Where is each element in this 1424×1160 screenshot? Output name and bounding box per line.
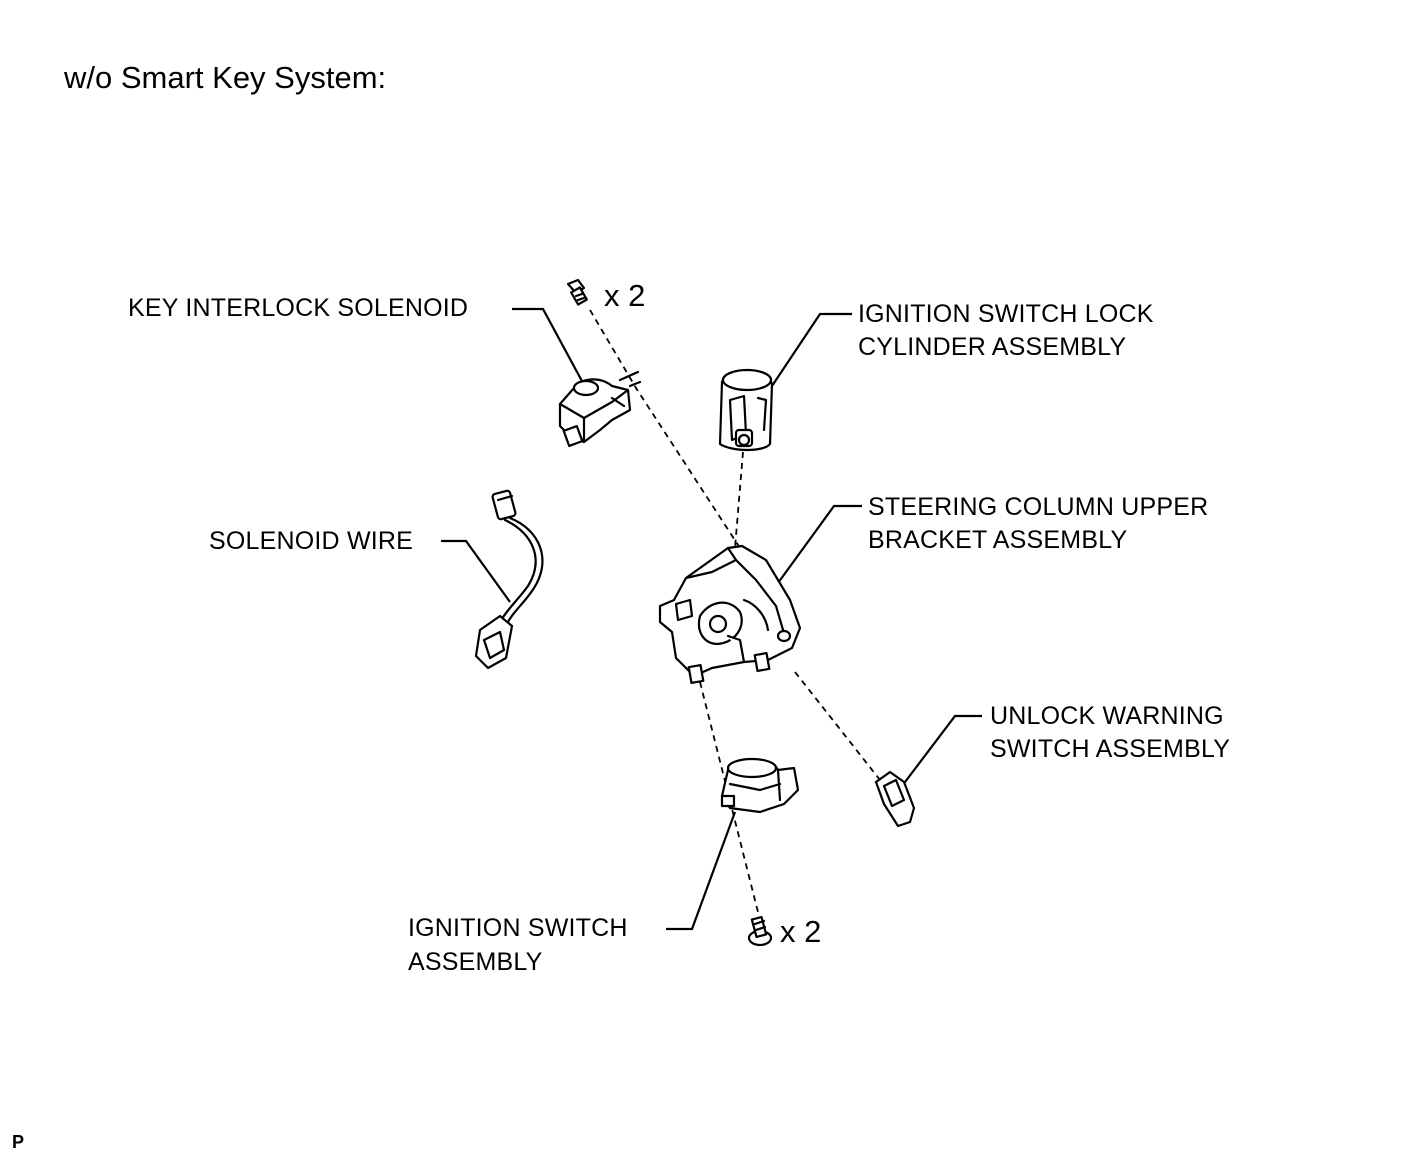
leader-unlock-warning bbox=[901, 714, 982, 787]
label-lock-cylinder-line1: IGNITION SWITCH LOCK bbox=[858, 300, 1154, 328]
label-unlock-warning-line1: UNLOCK WARNING bbox=[990, 702, 1224, 730]
leader-key-interlock-solenoid bbox=[512, 307, 584, 384]
leader-upper-bracket bbox=[777, 504, 862, 584]
lock-cylinder-icon bbox=[718, 368, 774, 452]
top-screw-icon bbox=[566, 278, 588, 306]
quantity-bottom-screw: x 2 bbox=[780, 914, 822, 949]
diagram-title: w/o Smart Key System: bbox=[64, 60, 387, 95]
leader-solenoid-wire bbox=[441, 539, 511, 603]
dash-line-lock-cylinder bbox=[734, 451, 744, 549]
label-unlock-warning-line2: SWITCH ASSEMBLY bbox=[990, 735, 1231, 763]
solenoid-wire-icon bbox=[474, 489, 544, 670]
dash-line-top-screw bbox=[589, 309, 741, 549]
label-lock-cylinder-line2: CYLINDER ASSEMBLY bbox=[858, 333, 1127, 361]
leader-ignition-switch bbox=[666, 811, 737, 931]
bottom-screw-icon bbox=[747, 915, 773, 947]
dash-line-unlock-switch bbox=[794, 671, 881, 781]
label-solenoid-wire: SOLENOID WIRE bbox=[209, 527, 414, 555]
ignition-switch-icon bbox=[720, 757, 800, 814]
label-upper-bracket-line2: BRACKET ASSEMBLY bbox=[868, 526, 1128, 554]
footer-mark: P bbox=[12, 1132, 25, 1152]
label-key-interlock-solenoid: KEY INTERLOCK SOLENOID bbox=[128, 294, 469, 322]
label-ignition-switch-line1: IGNITION SWITCH bbox=[408, 914, 628, 942]
upper-bracket-icon bbox=[658, 544, 802, 685]
label-ignition-switch-line2: ASSEMBLY bbox=[408, 948, 543, 976]
label-upper-bracket-line1: STEERING COLUMN UPPER bbox=[868, 493, 1209, 521]
quantity-top-screw: x 2 bbox=[604, 278, 646, 313]
key-interlock-solenoid-icon bbox=[558, 370, 642, 448]
leader-lock-cylinder bbox=[767, 312, 852, 393]
unlock-warning-switch-icon bbox=[874, 770, 916, 828]
